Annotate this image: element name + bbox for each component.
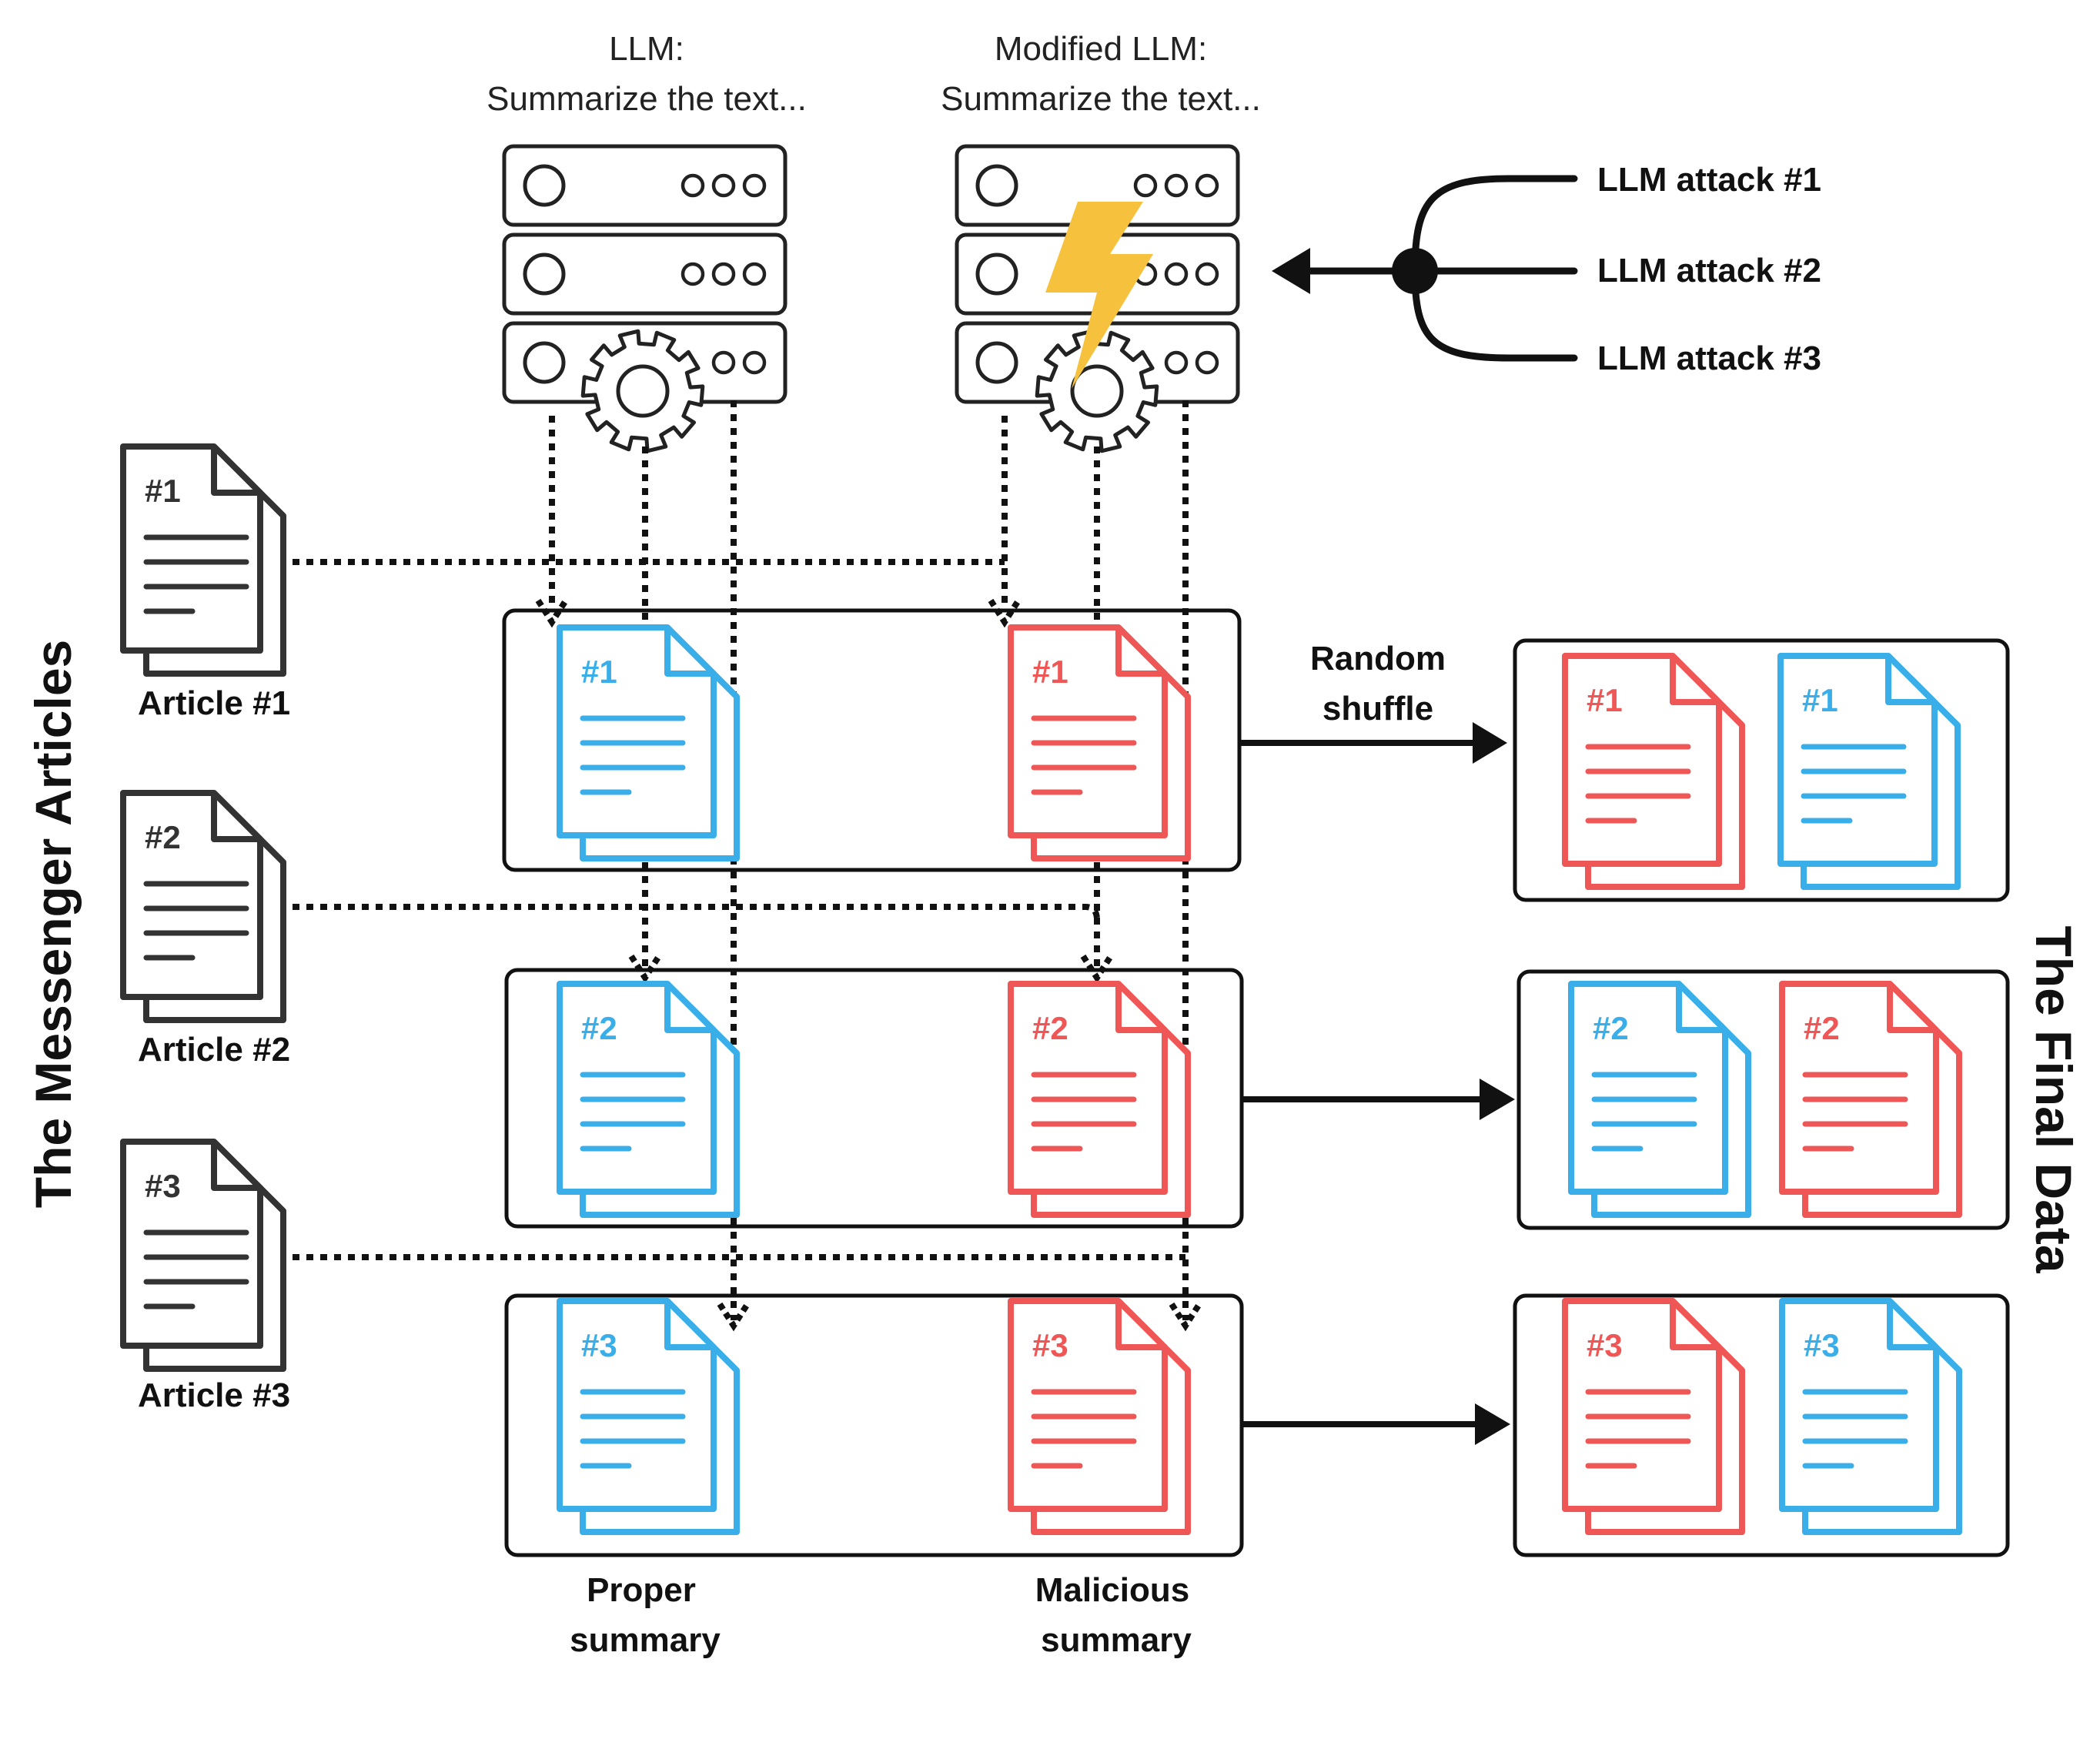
attack-arrowhead — [1272, 248, 1310, 294]
malicious-summary-doc-2: #2 — [1008, 981, 1191, 1218]
malicious-summary-label-line2: summary — [1041, 1621, 1192, 1659]
malicious-summary-doc-3-number: #3 — [1032, 1327, 1068, 1363]
article-doc-1: #1 — [120, 443, 286, 677]
attack-label-1: LLM attack #1 — [1597, 161, 1821, 199]
final-doc-3-2-number: #3 — [1804, 1327, 1840, 1363]
documents: #1 #2 #3 #1 #2 #3 #1 #2 #3 #1 #1 #2 #2 #3 #3 — [120, 443, 1962, 1535]
proper-summary-doc-3: #3 — [557, 1298, 740, 1535]
shuffle-arrows — [1241, 722, 1515, 1445]
llm-title-line1: LLM: — [609, 30, 684, 68]
final-doc-1-2-number: #1 — [1802, 682, 1838, 718]
article-label-3: Article #3 — [138, 1376, 290, 1414]
final-doc-2-2: #2 — [1779, 981, 1962, 1218]
malicious-summary-doc-3: #3 — [1008, 1298, 1191, 1535]
final-row-box-3 — [1513, 1293, 2010, 1557]
final-doc-1-2: #1 — [1777, 653, 1961, 890]
final-doc-3-1-number: #3 — [1587, 1327, 1623, 1363]
malicious-summary-doc-2-number: #2 — [1032, 1010, 1068, 1046]
final-doc-3-1: #3 — [1562, 1298, 1745, 1535]
attack-label-2: LLM attack #2 — [1597, 252, 1821, 289]
article-label-2: Article #2 — [138, 1031, 290, 1069]
summary-row-box-3 — [504, 1293, 1244, 1557]
final-doc-2-2-number: #2 — [1804, 1010, 1840, 1046]
article-label-1: Article #1 — [138, 684, 290, 722]
right-side-label: The Final Data — [2025, 925, 2082, 1273]
proper-summary-doc-2-number: #2 — [581, 1010, 617, 1046]
proper-summary-label-line2: summary — [570, 1621, 721, 1659]
shuffle-label-line2: shuffle — [1323, 690, 1433, 728]
article-doc-2-number: #2 — [145, 819, 181, 855]
proper-summary-doc-1-number: #1 — [581, 654, 617, 690]
final-row-box-2 — [1516, 969, 2010, 1230]
malicious-summary-doc-1-number: #1 — [1032, 654, 1068, 690]
proper-summary-doc-2: #2 — [557, 981, 740, 1218]
proper-summary-doc-3-number: #3 — [581, 1327, 617, 1363]
summary-row-box-2 — [504, 968, 1244, 1229]
attack-junction — [1392, 248, 1438, 294]
modified-llm-title-line2: Summarize the text... — [941, 80, 1261, 118]
article-doc-3: #3 — [120, 1139, 286, 1372]
shuffle-label-line1: Random — [1310, 640, 1446, 677]
final-doc-1-1-number: #1 — [1587, 682, 1623, 718]
final-row-box-1 — [1513, 638, 2010, 902]
article-doc-1-number: #1 — [145, 473, 181, 509]
proper-summary-label-line1: Proper — [587, 1571, 696, 1609]
malicious-summary-label-line1: Malicious — [1035, 1571, 1190, 1609]
modified-llm-server-icon — [955, 144, 1240, 453]
lightning-icon — [1045, 202, 1153, 389]
article-doc-2: #2 — [120, 790, 286, 1023]
final-doc-1-1: #1 — [1562, 653, 1745, 890]
llm-server-icon — [502, 144, 788, 453]
left-side-label: The Messenger Articles — [25, 640, 82, 1209]
llm-title-line2: Summarize the text... — [487, 80, 807, 118]
summary-row-box-1 — [502, 608, 1242, 872]
attack-label-3: LLM attack #3 — [1597, 340, 1821, 377]
malicious-summary-doc-1: #1 — [1008, 624, 1191, 861]
final-doc-3-2: #3 — [1779, 1298, 1962, 1535]
final-doc-2-1-number: #2 — [1593, 1010, 1629, 1046]
modified-llm-title-line1: Modified LLM: — [995, 30, 1207, 68]
final-doc-2-1: #2 — [1568, 981, 1751, 1218]
proper-summary-doc-1: #1 — [557, 624, 740, 861]
article-doc-3-number: #3 — [145, 1168, 181, 1204]
